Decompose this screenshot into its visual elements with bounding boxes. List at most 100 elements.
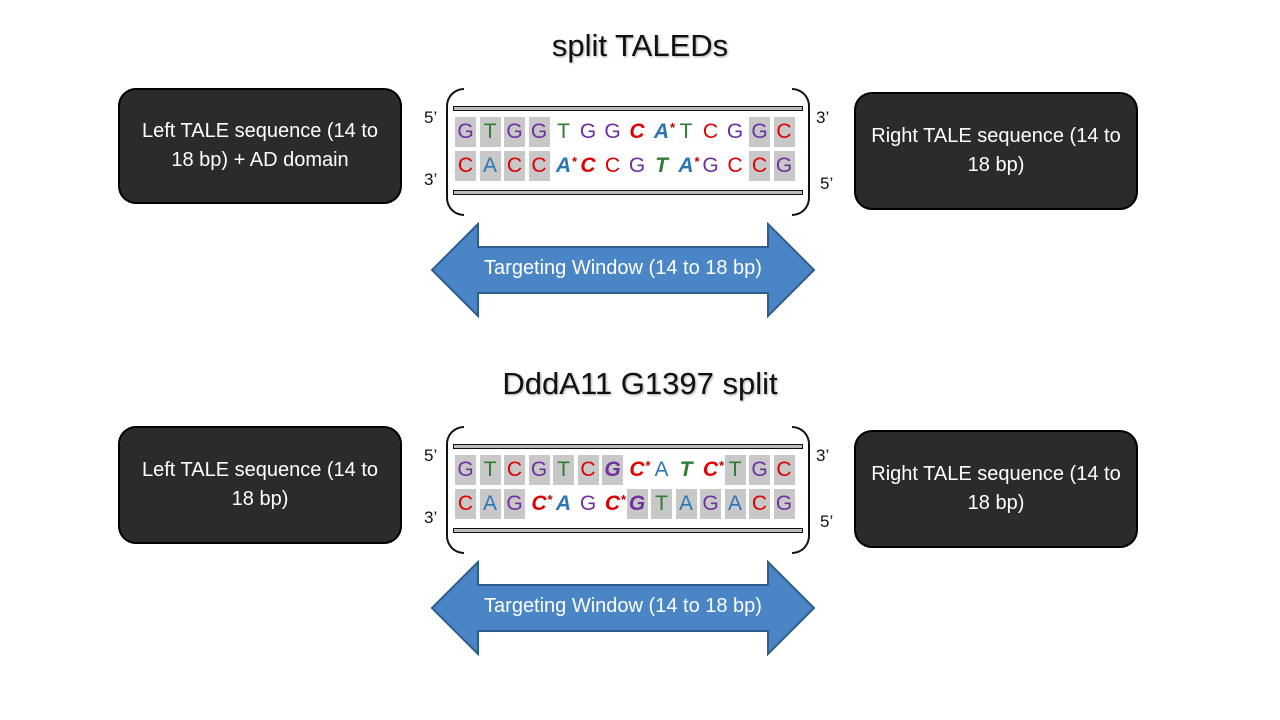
nucleotide-letter: T [557, 120, 570, 143]
nucleotide: A [479, 489, 501, 519]
nucleotide-letter: T [557, 458, 570, 481]
targeting-window-arrow [430, 560, 816, 656]
nucleotide: T [651, 151, 672, 181]
edit-star-icon: * [718, 458, 724, 473]
nucleotide-letter: G [530, 120, 548, 143]
left-tale-box: Left TALE sequence (14 to 18 bp) + AD do… [118, 88, 402, 204]
nucleotide: C [504, 151, 525, 181]
edit-star-icon: * [645, 458, 651, 473]
nucleotide: A* [651, 117, 675, 147]
nucleotide: A [479, 151, 501, 181]
nucleotide: C [504, 455, 525, 485]
nucleotide-letter: C [727, 154, 743, 177]
nucleotide: A [553, 489, 574, 519]
panel-title: split TALEDs [551, 28, 729, 63]
nucleotide-letter: T [728, 458, 742, 481]
nucleotide: C* [627, 455, 650, 485]
left-tale-label: Left TALE sequence (14 to 18 bp) + AD do… [141, 120, 379, 171]
edit-star-icon: * [620, 492, 626, 507]
end-label-top-left: 5’ [424, 108, 438, 127]
nucleotide-letter: T [655, 492, 668, 515]
nucleotide-letter: C [531, 492, 547, 515]
panel-ddda11-split: DddA11 G1397 split Left TALE sequence (1… [0, 338, 1280, 678]
top-backbone [453, 444, 803, 449]
nucleotide: G [626, 489, 648, 519]
nucleotide: G [627, 151, 648, 181]
nucleotide: C [700, 117, 721, 147]
nucleotide: G [504, 117, 525, 147]
end-label-bottom-right: 5’ [820, 512, 834, 531]
right-tale-label: Right TALE sequence (14 to 18 bp) [871, 125, 1121, 176]
right-tale-label: Right TALE sequence (14 to 18 bp) [871, 463, 1121, 514]
nucleotide: T [553, 117, 574, 147]
nucleotide-letter: C [506, 458, 523, 481]
nucleotide: C [749, 489, 770, 519]
nucleotide-letter: C [702, 120, 719, 143]
nucleotide-letter: A [678, 154, 694, 177]
nucleotide-letter: A [678, 492, 693, 515]
nucleotide: G [578, 489, 599, 519]
nucleotide-letter: A [555, 154, 572, 177]
nucleotide: C [725, 151, 746, 181]
nucleotide: A [675, 489, 697, 519]
nucleotide: C* [700, 455, 724, 485]
nucleotide-letter: C [457, 154, 474, 177]
end-label-bottom-right: 5’ [820, 174, 834, 193]
nucleotide-letter: G [775, 154, 793, 177]
nucleotide-letter: A [482, 154, 497, 177]
nucleotide: A* [676, 151, 699, 181]
nucleotide: C [577, 455, 599, 485]
targeting-window-label: Targeting Window (14 to 18 bp) [484, 595, 762, 617]
nucleotide-letter: C [702, 458, 719, 481]
nucleotide-letter: C [751, 154, 768, 177]
end-label-top-left: 5’ [424, 446, 438, 465]
nucleotide-letter: G [604, 458, 621, 481]
nucleotide: C [627, 117, 648, 147]
nucleotide-letter: T [483, 458, 497, 481]
nucleotide-letter: C [751, 492, 768, 515]
nucleotide: G [528, 455, 550, 485]
nucleotide-letter: T [679, 458, 693, 481]
nucleotide: G [725, 117, 746, 147]
nucleotide: G [749, 117, 770, 147]
nucleotide-letter: C [580, 154, 596, 177]
left-tale-box: Left TALE sequence (14 to 18 bp) [118, 426, 402, 544]
nucleotide: T [553, 455, 574, 485]
nucleotide: G [602, 455, 623, 485]
nucleotide: C [602, 151, 623, 181]
nucleotide-letter: C [629, 458, 645, 481]
nucleotide-letter: G [751, 120, 768, 143]
nucleotide-letter: C [457, 492, 474, 515]
nucleotide-letter: G [530, 458, 548, 481]
nucleotide-letter: G [628, 492, 646, 515]
nucleotide-letter: G [457, 458, 474, 481]
nucleotide-letter: G [775, 492, 793, 515]
nucleotide-letter: G [457, 120, 474, 143]
nucleotide-letter: A [653, 120, 670, 143]
nucleotide: T [479, 455, 501, 485]
edit-star-icon: * [571, 154, 577, 169]
nucleotide: C [773, 455, 795, 485]
nucleotide-letter: T [655, 154, 668, 177]
nucleotide: T [651, 489, 672, 519]
nucleotide: G [504, 489, 525, 519]
nucleotide-letter: G [702, 154, 719, 177]
panel-title: DddA11 G1397 split [502, 366, 778, 401]
nucleotide-letter: C [776, 458, 792, 481]
nucleotide-letter: C [776, 120, 792, 143]
bottom-backbone [453, 528, 803, 533]
nucleotide: A [724, 489, 746, 519]
nucleotide: G [700, 489, 721, 519]
nucleotide: T [676, 455, 697, 485]
nucleotide-letter: G [628, 154, 646, 177]
nucleotide: G [749, 455, 770, 485]
nucleotide-letter: C [580, 458, 596, 481]
nucleotide: A [651, 455, 672, 485]
nucleotide-letter: A [654, 458, 669, 481]
nucleotide: G [773, 489, 795, 519]
edit-star-icon: * [547, 492, 553, 507]
right-tale-box: Right TALE sequence (14 to 18 bp) [854, 430, 1138, 548]
right-tale-box: Right TALE sequence (14 to 18 bp) [854, 92, 1138, 210]
nucleotide: G [602, 117, 623, 147]
